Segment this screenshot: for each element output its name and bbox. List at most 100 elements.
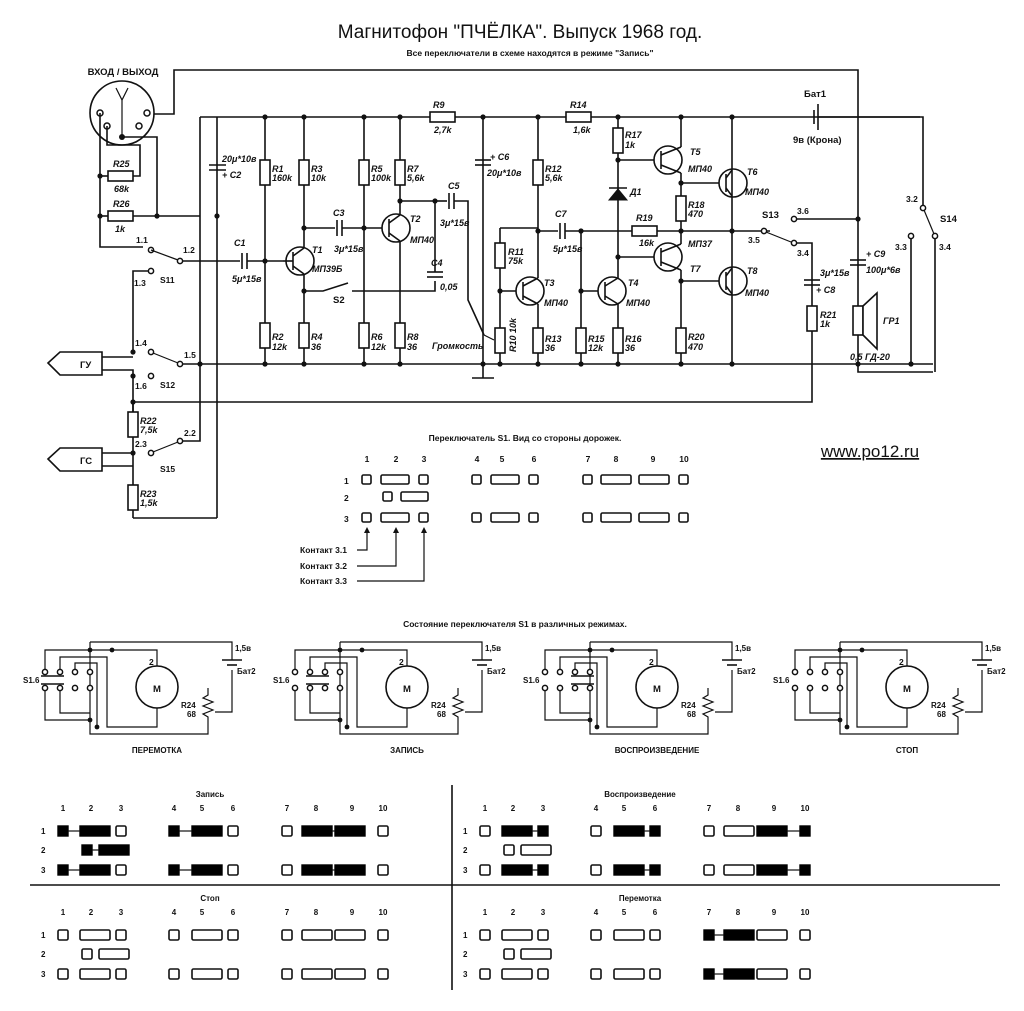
transistor-t8: T8 МП40 xyxy=(718,266,769,298)
contact-closed xyxy=(301,825,333,837)
transistor-t3: T3 МП40 xyxy=(500,276,568,308)
r13-name: R13 xyxy=(545,334,562,344)
contact-open xyxy=(723,825,755,837)
s1-view-contact xyxy=(418,512,429,523)
r24-resistor xyxy=(201,688,215,720)
r13-value: 36 xyxy=(545,343,556,353)
s1-view-col-label: 9 xyxy=(651,454,656,464)
contact-open xyxy=(613,968,645,980)
contact-open xyxy=(115,968,127,980)
contact-open xyxy=(537,929,549,941)
contact-closed xyxy=(613,825,645,837)
contact-open xyxy=(799,929,811,941)
switch-s14: S14 3.2 3.3 3.4 xyxy=(895,194,958,252)
s11-contact-3: 1.3 xyxy=(134,278,146,288)
r23-value: 1,5k xyxy=(140,498,159,508)
c9-name: + C9 xyxy=(866,249,885,259)
s1-pin xyxy=(541,668,549,676)
gs-label: ГС xyxy=(80,456,92,467)
s1-view-contact xyxy=(400,491,429,502)
s1-pin xyxy=(836,684,844,692)
r24-value: 68 xyxy=(937,710,946,719)
s1-view-contact xyxy=(380,474,410,485)
c5-name: C5 xyxy=(448,181,460,191)
head-gs: ГС xyxy=(46,447,103,472)
contact-open xyxy=(227,864,239,876)
transistor-t7: МП37 T7 xyxy=(653,239,713,274)
s13-label: S13 xyxy=(762,210,779,221)
contact-open xyxy=(168,929,180,941)
table-col-label: 2 xyxy=(89,908,94,917)
r15-name: R15 xyxy=(588,334,606,344)
battery-voltage: 1,5в xyxy=(235,644,251,653)
s1-pin xyxy=(336,684,344,692)
battery-name: Бат2 xyxy=(737,667,756,676)
s1-pin xyxy=(321,668,329,676)
c4-name: C4 xyxy=(431,258,443,268)
s12-label: S12 xyxy=(160,380,175,390)
contact-open xyxy=(281,968,293,980)
s1-view-contact xyxy=(638,512,670,523)
s1-pin xyxy=(556,684,564,692)
s1-pin xyxy=(41,684,49,692)
r3-name: R3 xyxy=(311,164,323,174)
contact-open xyxy=(115,825,127,837)
s1-view-contact xyxy=(490,474,520,485)
r8-name: R8 xyxy=(407,332,419,342)
contact-open xyxy=(479,968,491,980)
website-link[interactable]: www.po12.ru xyxy=(820,442,919,461)
contact-closed xyxy=(537,825,549,837)
bat1-value: 9в (Крона) xyxy=(793,135,842,146)
table-row-label: 1 xyxy=(463,931,468,940)
table-col-label: 9 xyxy=(772,804,777,813)
motor-label: M xyxy=(653,684,661,695)
s15-contact-2: 2.2 xyxy=(184,428,196,438)
r22-value: 7,5k xyxy=(140,425,159,435)
t5-type: МП40 xyxy=(688,164,712,174)
contact-open xyxy=(501,968,533,980)
c9-value: 100μ*6в xyxy=(866,265,901,275)
contact-label-2: Контакт 3.2 xyxy=(300,561,347,571)
r5-name: R5 xyxy=(371,164,383,174)
r11-name: R11 xyxy=(508,247,524,257)
volume-label: Громкость xyxy=(432,341,483,351)
s1-pin xyxy=(56,684,64,692)
s1-6-label: S1.6 xyxy=(23,676,40,685)
d1-label: Д1 xyxy=(629,187,642,197)
table-col-label: 7 xyxy=(707,908,712,917)
r25-name: R25 xyxy=(113,159,131,169)
r18-value: 470 xyxy=(687,209,703,219)
s11-contact-2: 1.2 xyxy=(183,245,195,255)
s1-pin xyxy=(71,668,79,676)
s14-contact-2: 3.3 xyxy=(895,242,907,252)
s1-pin xyxy=(821,668,829,676)
connector-label: ВХОД / ВЫХОД xyxy=(88,67,159,78)
transistor-t2: T2 МП40 xyxy=(381,213,434,245)
contact-open xyxy=(81,948,93,960)
s1-pin xyxy=(836,668,844,676)
s1-view-contact xyxy=(361,474,372,485)
contact-closed xyxy=(613,864,645,876)
r24-resistor xyxy=(951,688,965,720)
contact-open xyxy=(227,825,239,837)
speaker-gr1: ГР1 0,5 ГД-20 xyxy=(850,291,900,362)
contact-open xyxy=(57,929,69,941)
r14-value: 1,6k xyxy=(573,125,592,135)
s1-view-contact xyxy=(490,512,520,523)
table-row-label: 3 xyxy=(41,970,46,979)
gr1-value: 0,5 ГД-20 xyxy=(850,352,890,362)
contact-open xyxy=(281,864,293,876)
s1-pin xyxy=(791,668,799,676)
t1-name: T1 xyxy=(312,245,323,255)
battery-name: Бат2 xyxy=(987,667,1006,676)
motor-pin-label: 2 xyxy=(399,657,404,667)
r20-name: R20 xyxy=(688,332,705,342)
c2-name: + C2 xyxy=(222,170,241,180)
t6-name: T6 xyxy=(747,167,758,177)
table-row-label: 2 xyxy=(41,950,46,959)
table-col-label: 3 xyxy=(119,908,124,917)
head-gu: ГУ xyxy=(46,351,103,376)
s1-view-row-label: 3 xyxy=(344,514,349,524)
contact-closed xyxy=(57,825,69,837)
